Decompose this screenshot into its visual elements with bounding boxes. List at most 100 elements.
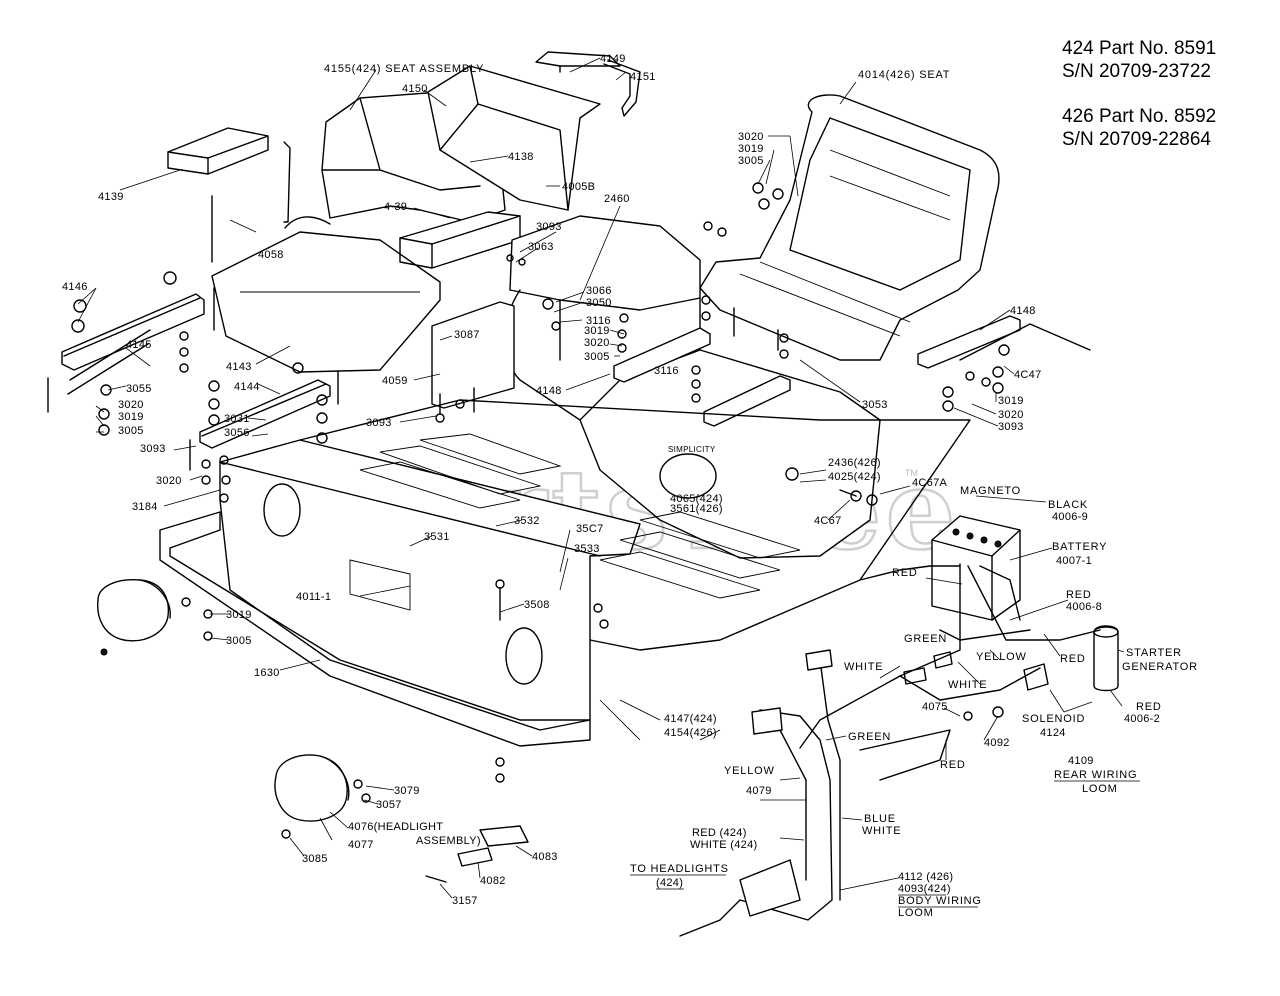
label-4006-9: 4006-9 <box>1052 511 1088 523</box>
label-white-mid: WHITE <box>948 679 987 691</box>
label-4138: 4138 <box>508 151 534 163</box>
label-red-424: RED (424) <box>692 827 747 839</box>
label-3532: 3532 <box>514 515 540 527</box>
label-3050: 3050 <box>586 297 612 309</box>
label-red-4006-8: RED <box>1066 589 1092 601</box>
label-to-headlights: TO HEADLIGHTS <box>630 863 729 875</box>
label-3093-right: 3093 <box>998 421 1024 433</box>
label-2436: 2436(426) <box>828 457 881 469</box>
label-3019-center: 3019 <box>584 325 610 337</box>
slide-rail-right <box>917 315 1091 369</box>
label-424-headlights: (424) <box>656 877 683 889</box>
label-underlines <box>630 780 1140 908</box>
headlight-left-4076 <box>97 579 171 656</box>
headlight-front-4076 <box>274 754 350 822</box>
bracket-4151 <box>603 59 641 117</box>
label-3093-left: 3093 <box>140 443 166 455</box>
label-4c47: 4C47 <box>1014 369 1042 381</box>
label-3533: 3533 <box>574 543 600 555</box>
label-3157: 3157 <box>452 895 478 907</box>
part-labels: 4155(424) SEAT ASSEMBLY 4149 4151 4150 4… <box>62 53 1197 919</box>
label-3079: 3079 <box>394 785 420 797</box>
label-4151: 4151 <box>630 71 656 83</box>
seat-rail-4145 <box>61 293 205 395</box>
label-4082: 4082 <box>480 875 506 887</box>
label-4c67a: 4C67A <box>912 477 947 489</box>
label-4058: 4058 <box>258 249 284 261</box>
slide-rail-center <box>613 327 791 427</box>
label-3020-seat: 3020 <box>738 131 764 143</box>
label-3056: 3056 <box>224 427 250 439</box>
starter-generator <box>1093 625 1119 692</box>
label-4143: 4143 <box>226 361 252 373</box>
label-4112: 4112 (426) <box>898 871 953 883</box>
plate-4059 <box>431 301 515 409</box>
seat-4014 <box>699 94 1000 361</box>
label-3508: 3508 <box>524 599 550 611</box>
seat-rail-4144 <box>199 379 331 449</box>
label-3063: 3063 <box>528 241 554 253</box>
label-4150: 4150 <box>402 83 428 95</box>
floor-pan-4147 <box>299 399 971 651</box>
label-3019-seat: 3019 <box>738 143 764 155</box>
label-3116-bottom: 3116 <box>654 365 679 377</box>
label-4079: 4079 <box>746 785 772 797</box>
label-4149: 4149 <box>600 53 626 65</box>
label-3093-top: 3093 <box>536 221 562 233</box>
label-4-39: 4·39 <box>384 201 407 213</box>
label-seat-4014: 4014(426) SEAT <box>858 69 950 81</box>
label-3019-front: 3019 <box>226 609 252 621</box>
label-4c67: 4C67 <box>814 515 842 527</box>
label-starter: STARTER <box>1126 647 1182 659</box>
label-3184: 3184 <box>132 501 158 513</box>
label-4147: 4147(424) <box>664 713 717 725</box>
seat-back-bracket-4150 <box>427 65 601 211</box>
header-line-2: S/N 20709-23722 <box>1062 61 1211 82</box>
label-4065: 4065(424) <box>670 493 723 505</box>
label-yellow-top: YELLOW <box>976 651 1027 663</box>
label-4093: 4093(424) <box>898 883 951 895</box>
label-4139: 4139 <box>98 191 124 203</box>
label-3005-left: 3005 <box>118 425 144 437</box>
label-assembly: ASSEMBLY) <box>416 835 481 847</box>
label-3531: 3531 <box>424 531 450 543</box>
frame-1630 <box>159 511 591 747</box>
header-line-1: 424 Part No. 8591 <box>1062 38 1216 59</box>
seat-bracket-4058 <box>211 141 331 263</box>
label-magneto: MAGNETO <box>960 485 1021 497</box>
label-4006-2: 4006-2 <box>1124 713 1160 725</box>
label-battery: BATTERY <box>1052 541 1107 553</box>
fender-brand-mark: SIMPLICITY <box>668 445 716 454</box>
label-3020-left: 3020 <box>118 399 144 411</box>
bracket-4149 <box>535 51 621 73</box>
label-blue: BLUE <box>864 813 896 825</box>
label-4109: 4109 <box>1068 755 1094 767</box>
wiring-harness <box>679 563 1101 937</box>
label-4059: 4059 <box>382 375 408 387</box>
label-white-424: WHITE (424) <box>690 839 757 851</box>
deck-upper-4143 <box>211 231 441 373</box>
label-red-starter: RED <box>1060 653 1086 665</box>
armrest-4-39 <box>399 211 521 269</box>
label-4144: 4144 <box>234 381 260 393</box>
label-4005b: 4005B <box>562 181 595 193</box>
label-3057: 3057 <box>376 799 402 811</box>
leader-lines <box>77 57 1125 899</box>
label-4146: 4146 <box>62 281 88 293</box>
label-3019-left: 3019 <box>118 411 144 423</box>
label-4092: 4092 <box>984 737 1010 749</box>
label-3005-seat: 3005 <box>738 155 764 167</box>
battery-4007 <box>931 515 1021 621</box>
watermark-trademark: TM <box>905 468 918 478</box>
label-red-battery: RED <box>892 567 918 579</box>
label-3020-lower: 3020 <box>156 475 182 487</box>
part-number-header: 424 Part No. 8591 S/N 20709-23722 426 Pa… <box>1062 38 1216 150</box>
label-3005-front: 3005 <box>226 635 252 647</box>
label-3031: 3031 <box>224 413 250 425</box>
label-loom-body: LOOM <box>898 907 934 919</box>
label-3055: 3055 <box>126 383 152 395</box>
label-white-bottom: WHITE <box>862 825 901 837</box>
label-3087: 3087 <box>454 329 480 341</box>
